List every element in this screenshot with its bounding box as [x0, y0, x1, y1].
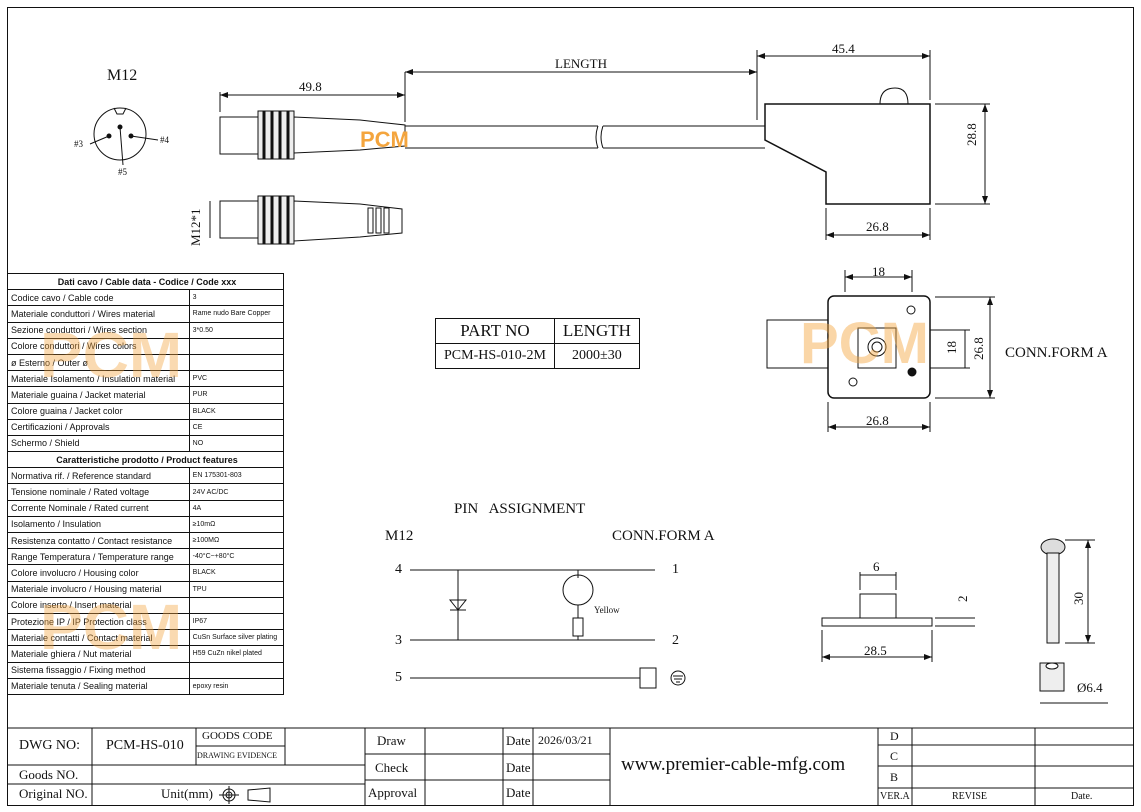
spec-table: Dati cavo / Cable data - Codice / Code x…: [7, 272, 285, 695]
dim-26-8-side: 26.8: [866, 219, 889, 234]
goods-code-label: GOODS CODE: [202, 730, 273, 742]
dim-45-4: 45.4: [832, 41, 855, 56]
length-value: 2000±30: [553, 343, 640, 369]
dim-49-8: 49.8: [299, 79, 322, 94]
goods-no-label: Goods NO.: [19, 767, 79, 782]
schematic-m12-label: M12: [385, 528, 414, 544]
dim-6-4: Ø6.4: [1077, 680, 1103, 695]
din-connector-body: [764, 103, 931, 205]
pin5-label: #5: [118, 167, 127, 177]
dim-26-8-bottom: 26.8: [866, 413, 889, 428]
table-row: Range Temperatura / Temperature range-40…: [7, 548, 285, 566]
schematic-pin-3: 3: [395, 633, 402, 648]
dim-length: LENGTH: [555, 56, 607, 71]
pin-assignment-title: PIN ASSIGNMENT: [454, 501, 586, 517]
length-header: LENGTH: [553, 318, 640, 344]
pin3-label: #3: [74, 139, 83, 149]
dim-28-5: 28.5: [864, 643, 887, 658]
dwg-no-value: PCM-HS-010: [106, 738, 184, 753]
date-label-check: Date: [506, 760, 531, 775]
rev-b: B: [890, 770, 899, 784]
part-table: PART NO LENGTH PCM-HS-010-2M 2000±30: [435, 318, 640, 369]
pcm-watermark-small: PCM: [360, 127, 409, 152]
schematic-pin-2: 2: [672, 633, 679, 648]
table-row: Colore inserto / Insert material: [7, 596, 285, 614]
dim-6: 6: [873, 559, 880, 574]
m12-face-outline: [93, 107, 147, 161]
approval-label: Approval: [368, 785, 418, 800]
led-yellow-label: Yellow: [594, 605, 620, 615]
schematic-pin-4: 4: [395, 562, 402, 577]
pcm-watermark-front: PCM: [800, 311, 929, 376]
draw-label: Draw: [377, 733, 406, 748]
spec-value: epoxy resin: [188, 677, 285, 695]
drawing-evidence-label: DRAWING EVIDENCE: [197, 751, 278, 760]
check-label: Check: [375, 760, 409, 775]
original-no-label: Original NO.: [19, 786, 88, 801]
unit-label: Unit(mm): [161, 786, 213, 801]
date-label-approval: Date: [506, 785, 531, 800]
table-row: Isolamento / Insulation≥10mΩ: [7, 515, 285, 534]
schematic-pin-1: 1: [672, 562, 679, 577]
rev-d: D: [890, 729, 899, 743]
date-label-draw: Date: [506, 733, 531, 748]
rev-c: C: [890, 749, 899, 763]
ver-a: VER.A: [880, 791, 910, 802]
date-value: 2026/03/21: [538, 733, 593, 747]
conn-form-a-label: CONN.FORM A: [1005, 345, 1108, 361]
dwg-no-label: DWG NO:: [19, 738, 81, 753]
date-col-label: Date.: [1071, 791, 1093, 802]
schematic-pin-5: 5: [395, 670, 402, 685]
pin4-label: #4: [160, 135, 169, 145]
website-label: www.premier-cable-mfg.com: [621, 754, 846, 775]
pcm-watermark-table-1: PCM: [40, 319, 183, 391]
m12-label: M12: [107, 67, 138, 84]
part-no-value: PCM-HS-010-2M: [435, 343, 555, 369]
schematic-conn-label: CONN.FORM A: [612, 528, 715, 544]
pcm-watermark-table-2: PCM: [40, 591, 183, 663]
dim-18-top: 18: [872, 264, 885, 279]
revise-label: REVISE: [952, 791, 987, 802]
